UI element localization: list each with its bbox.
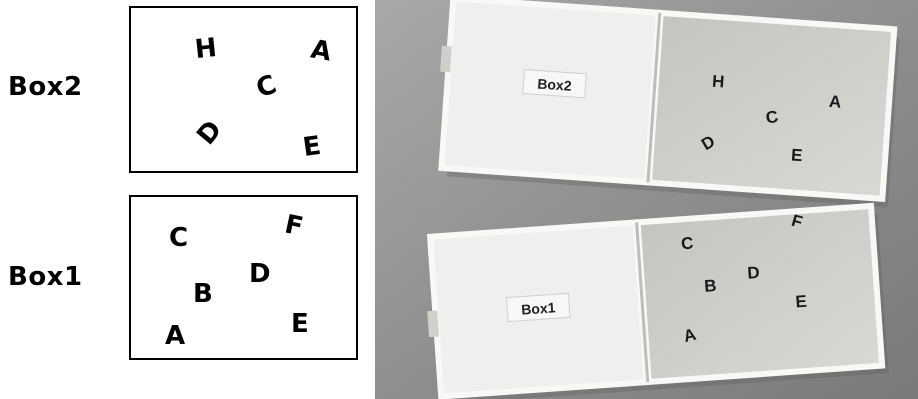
box2-letter-d: D [193,116,227,149]
tray-box1-right-panel [638,206,883,382]
box2-letter-c: C [253,72,280,103]
tray-box1-latch [427,311,439,338]
tray-box1-label: Box1 [521,299,556,317]
tray-box2-label: Box2 [537,75,572,93]
tray-box2-letter-e: E [791,145,804,165]
box2-diagram: H A C D E [129,6,358,173]
box1-letter-f: F [282,211,305,240]
row-label-box2: Box2 [8,72,83,102]
box1-letter-b: B [193,281,213,307]
tray-box2: Box2 H C A D E [433,0,900,207]
box2-letter-a: A [309,36,333,65]
box2-letter-h: H [194,35,218,63]
tray-box2-letter-a: A [828,92,842,112]
tray-box1: Box1 C F B D E A [422,205,889,399]
tray-box2-right-panel [649,13,894,199]
tray-box1-letter-e: E [795,292,808,312]
box1-letter-d: D [249,261,271,287]
tray-box2-latch [440,46,452,73]
box1-diagram: C F D B A E [129,195,358,360]
tray-box1-letter-d: D [747,263,761,283]
box2-letter-e: E [301,133,322,161]
row-label-box1: Box1 [8,262,83,292]
photo-of-boxes: Box2 H C A D E Box1 C F B D E A [375,0,918,399]
tray-box2-letter-h: H [711,72,725,92]
box1-letter-c: C [169,225,188,251]
tray-box1-letter-b: B [704,276,718,296]
box1-letter-a: A [165,323,185,349]
tray-box1-letter-c: C [681,234,695,254]
box1-letter-e: E [291,311,309,337]
